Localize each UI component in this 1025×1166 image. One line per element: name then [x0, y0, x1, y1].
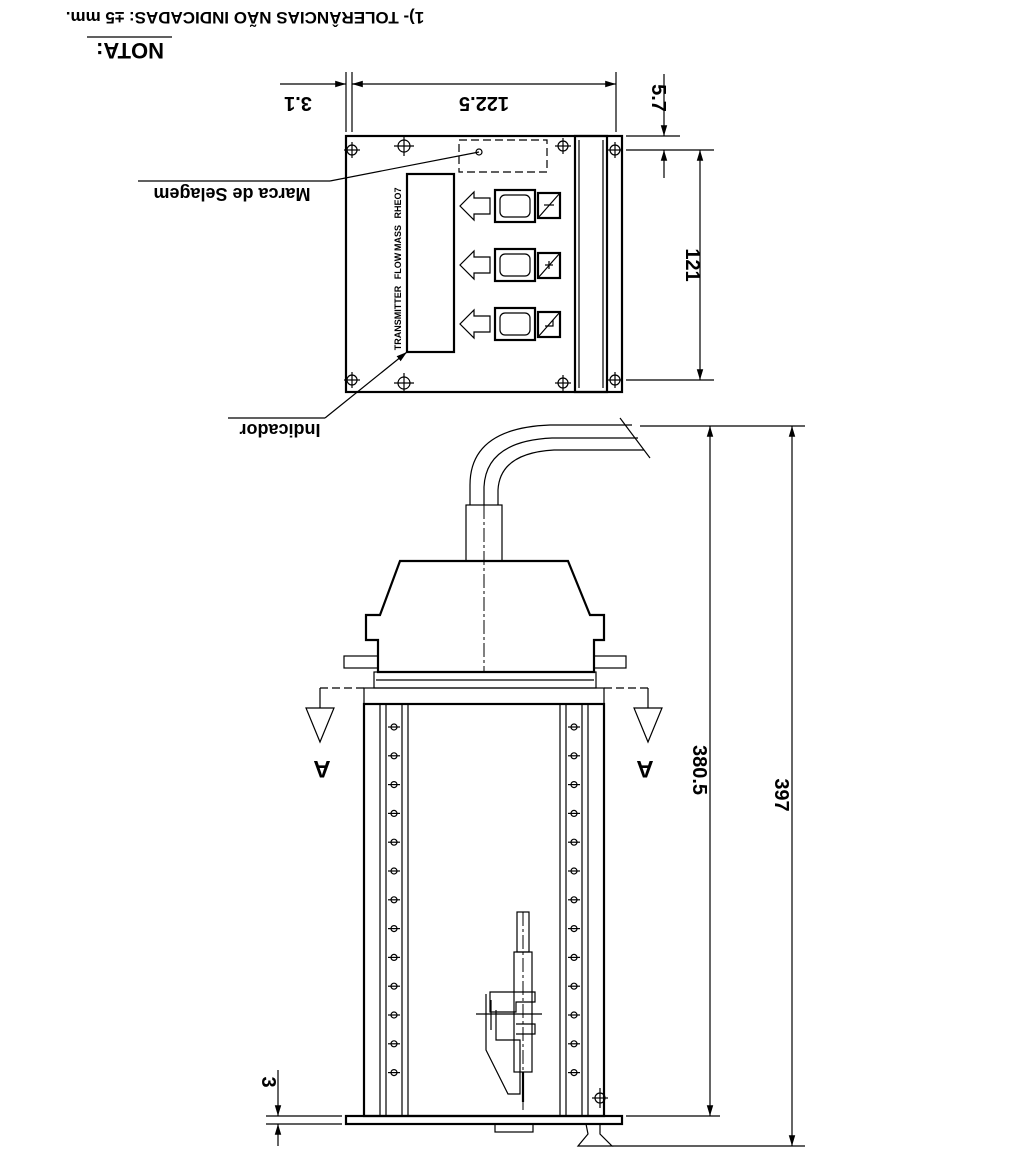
section-arrow-icon	[305, 707, 335, 744]
seal-mark-box	[458, 139, 548, 173]
sensor-body	[362, 702, 606, 1118]
key-icon	[536, 251, 562, 280]
probe	[476, 911, 542, 1110]
left-arrow-icon	[459, 190, 491, 222]
flange	[363, 687, 605, 705]
rail-holes-right	[568, 723, 580, 1077]
section-mark-left: A	[313, 755, 330, 782]
cable-break	[619, 417, 651, 459]
rail-right	[559, 703, 589, 1117]
panel-button-1	[459, 188, 562, 224]
indicator-display	[405, 172, 456, 354]
side-bar	[573, 134, 609, 394]
housing-tab-right	[593, 655, 627, 669]
mount-hole-icon	[555, 375, 571, 391]
panel-button-3	[459, 306, 562, 342]
valve-icon	[576, 1123, 614, 1147]
cable-outer	[469, 424, 632, 505]
mount-hole-icon	[607, 142, 623, 158]
mount-hole-icon	[394, 373, 414, 393]
front-plate	[344, 134, 624, 394]
rail-holes-left	[388, 723, 400, 1077]
side-view: A A 3	[257, 417, 805, 1147]
dim-bottom-gap: 3	[257, 1076, 279, 1087]
dim-height: 121	[681, 248, 703, 281]
indicator-leader	[324, 351, 408, 419]
left-arrow-icon	[459, 249, 491, 281]
key-icon	[536, 310, 562, 339]
dim-height-inner: 380.5	[688, 745, 710, 795]
note-heading: NOTA:	[96, 38, 164, 63]
mount-hole-icon	[607, 372, 623, 388]
mount-hole-icon	[555, 138, 571, 154]
note-line-1: 1)- TOLERÂNCIAS NÃO INDICADAS: ±5 mm.	[66, 8, 425, 28]
housing	[364, 559, 606, 674]
housing-tab-left	[343, 655, 379, 669]
mount-hole-icon	[344, 142, 360, 158]
callout-indicator: Indicador	[239, 420, 320, 440]
panel-label-mass: MASS	[393, 225, 403, 251]
section-mark-right: A	[636, 755, 653, 782]
rail-left	[379, 703, 409, 1117]
left-arrow-icon	[459, 308, 491, 340]
front-view: Marca de Selagem Indicador RHEO7 MASS FL…	[138, 72, 714, 440]
mount-hole-icon	[394, 136, 414, 156]
dim-top-offset: 5.7	[647, 84, 669, 112]
dim-height-total: 397	[770, 778, 792, 811]
section-arrow-icon	[633, 707, 663, 744]
notes-block: NOTA: 1)- TOLERÂNCIAS NÃO INDICADAS: ±5 …	[66, 8, 425, 63]
dim-width: 122.5	[459, 92, 509, 114]
key-icon	[536, 191, 562, 220]
panel-label-transmitter: TRANSMITTER	[393, 285, 403, 350]
dim-left-offset: 3.1	[284, 92, 312, 114]
panel-label-rheo: RHEO7	[393, 187, 403, 218]
seal-leader	[329, 151, 480, 182]
panel-button-2	[459, 247, 562, 283]
callout-seal-mark: Marca de Selagem	[153, 184, 310, 204]
base-plate	[344, 1114, 624, 1126]
panel-label-flow: FLOW	[393, 252, 403, 279]
mount-hole-icon	[344, 372, 360, 388]
